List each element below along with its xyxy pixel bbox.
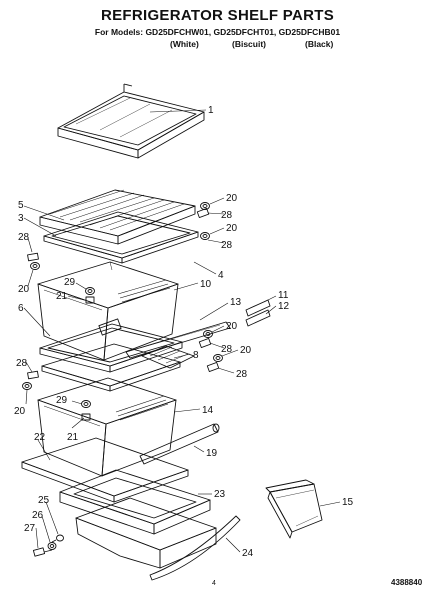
page-number: 4	[212, 580, 216, 587]
drawer-rail-rod	[139, 423, 220, 465]
rail-bracket-lower	[245, 309, 271, 327]
shelf-fasteners	[22, 202, 223, 421]
callout-28: 28	[221, 240, 233, 251]
fastener-20-upper-left	[30, 262, 40, 270]
fastener-28-lower-right	[206, 362, 220, 372]
callout-13: 13	[230, 297, 242, 308]
rail-bracket-upper	[245, 299, 271, 317]
crisper-drawer-upper	[37, 261, 179, 361]
door-bin	[265, 479, 323, 539]
callout-21: 21	[67, 432, 79, 443]
callout-10: 10	[200, 279, 212, 290]
callout-3: 3	[18, 213, 24, 224]
callout-28: 28	[18, 232, 30, 243]
color-label-black: (Black)	[305, 39, 334, 49]
callout-12: 12	[278, 301, 290, 312]
fastener-20-lower-right	[213, 354, 223, 362]
color-label-white: (White)	[170, 39, 199, 49]
callout-28: 28	[221, 344, 233, 355]
callout-27: 27	[24, 523, 36, 534]
fastener-29-lower	[81, 400, 91, 408]
page-title: REFRIGERATOR SHELF PARTS	[100, 7, 335, 24]
callout-8: 8	[193, 350, 199, 361]
callout-21: 21	[56, 291, 68, 302]
crisper-cover-frame-upper	[39, 189, 196, 245]
fastener-20-mid-right	[200, 232, 210, 240]
crisper-drawer-lower	[37, 377, 177, 477]
crisper-glass-upper	[43, 211, 199, 264]
callout-25: 25	[38, 495, 50, 506]
fastener-21-lower	[81, 413, 91, 421]
meat-pan-spacer	[47, 542, 57, 550]
callout-20: 20	[18, 284, 30, 295]
leader-lines	[23, 109, 341, 553]
fastener-20-lower-left	[22, 382, 32, 390]
callout-20: 20	[226, 321, 238, 332]
callout-15: 15	[342, 497, 354, 508]
fastener-28-mid-right	[198, 338, 212, 348]
callout-1: 1	[208, 105, 214, 116]
meat-pan-front	[75, 497, 217, 569]
callout-11: 11	[278, 290, 289, 301]
glass-shelf-top	[57, 83, 205, 159]
slide-mechanism	[141, 345, 195, 369]
callout-5: 5	[18, 200, 24, 211]
callout-22: 22	[34, 432, 46, 443]
callout-23: 23	[214, 489, 226, 500]
callout-19: 19	[206, 448, 218, 459]
callout-14: 14	[202, 405, 214, 416]
callout-29: 29	[64, 277, 76, 288]
callout-29: 29	[56, 395, 68, 406]
callout-26: 26	[32, 510, 44, 521]
callout-28: 28	[16, 358, 28, 369]
callout-20: 20	[240, 345, 252, 356]
fastener-29-upper	[85, 287, 95, 295]
crisper-glass-lower	[41, 343, 181, 392]
fastener-28-lower-left	[27, 370, 39, 380]
color-label-biscuit: (Biscuit)	[232, 39, 266, 49]
meat-pan-bolt	[32, 547, 53, 557]
fastener-21-upper	[85, 296, 95, 304]
callout-28: 28	[236, 369, 248, 380]
meat-pan-cover	[21, 437, 189, 503]
callout-24: 24	[242, 548, 254, 559]
fastener-20-mid-right-2	[203, 330, 213, 338]
meat-pan-screw	[51, 534, 64, 543]
callout-20: 20	[226, 193, 238, 204]
model-list: For Models: GD25DFCHW01, GD25DFCHT01, GD…	[94, 27, 341, 37]
crisper-cover-frame-lower	[39, 323, 183, 373]
fastener-28-upper-left	[27, 252, 39, 262]
meat-pan-handle	[149, 515, 241, 581]
fastener-20-upper-right	[200, 202, 210, 210]
document-number: 4388840	[391, 578, 423, 587]
callout-6: 6	[18, 303, 24, 314]
callout-28: 28	[221, 210, 233, 221]
callout-numbers: 1 20 28 5 3 20 28 28 4 20 29 10 21 13 11…	[14, 105, 354, 559]
callout-20: 20	[226, 223, 238, 234]
callout-20: 20	[14, 406, 26, 417]
meat-pan	[59, 469, 211, 535]
fastener-28-upper-right	[196, 208, 210, 218]
callout-4: 4	[218, 270, 224, 281]
